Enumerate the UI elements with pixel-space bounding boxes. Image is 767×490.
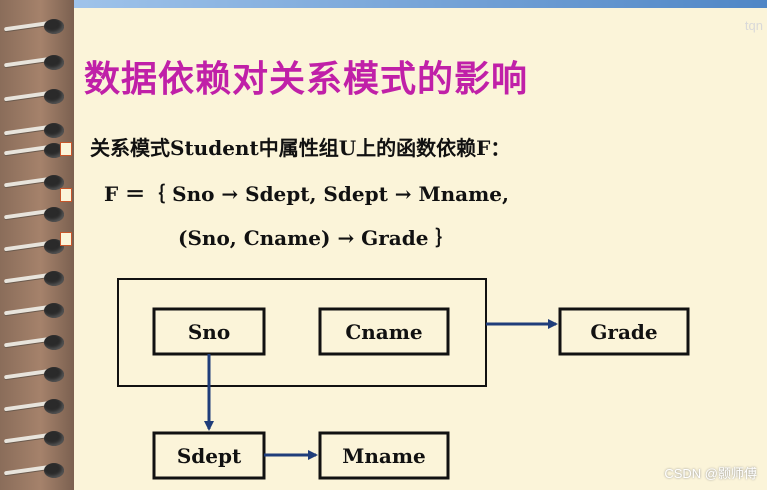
node-sno-label: Sno (188, 320, 230, 344)
node-grade-label: Grade (590, 320, 657, 344)
node-sdept-label: Sdept (177, 444, 242, 468)
node-cname-label: Cname (345, 320, 422, 344)
watermark: CSDN @颢师傅 (664, 463, 757, 482)
node-mname-label: Mname (342, 444, 426, 468)
composite-key-box (118, 279, 486, 386)
